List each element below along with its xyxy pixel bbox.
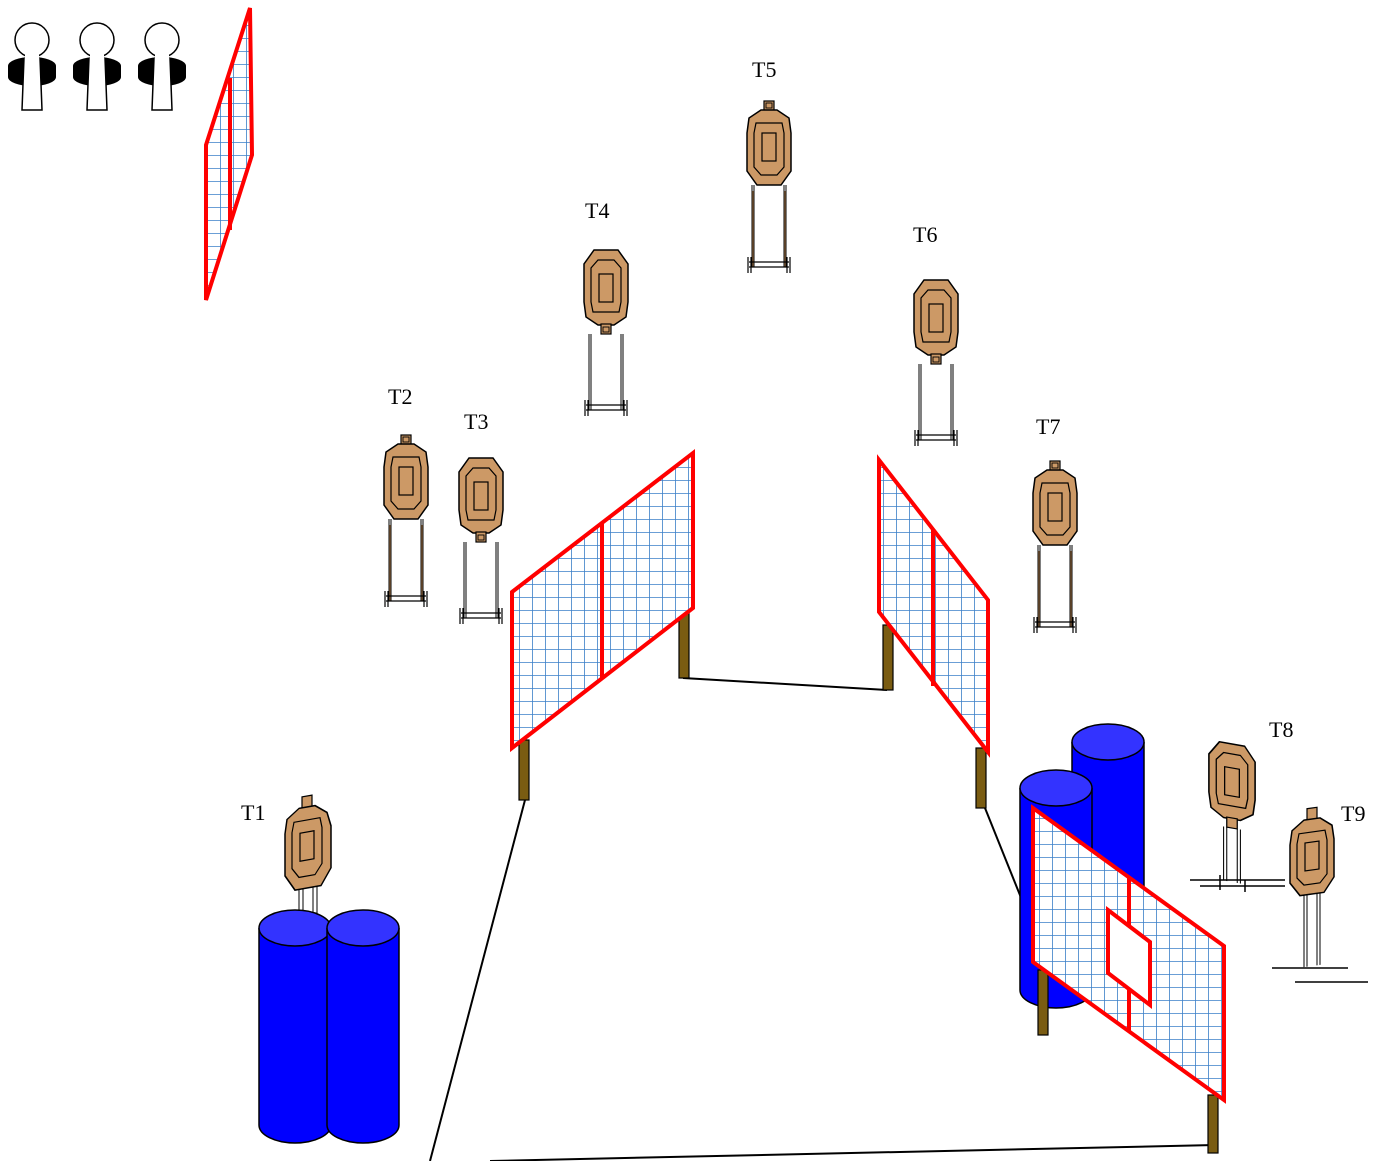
target-t4	[583, 249, 629, 417]
barrels-left	[258, 909, 400, 1144]
popper-icon	[137, 22, 187, 111]
popper-icon	[72, 22, 122, 111]
label-t7: T7	[1036, 414, 1060, 439]
label-t8: T8	[1269, 717, 1293, 742]
mesh-wall-center-left	[510, 448, 695, 801]
target-t3	[458, 457, 504, 625]
popper-icon	[7, 22, 57, 111]
label-t6: T6	[913, 222, 937, 247]
target-t8	[1208, 740, 1256, 884]
label-t9: T9	[1341, 801, 1365, 826]
label-t4: T4	[585, 198, 609, 223]
target-t1	[284, 794, 332, 928]
label-t5: T5	[752, 57, 776, 82]
popper-group	[7, 22, 187, 111]
mesh-wall-center-right	[877, 454, 990, 809]
label-t3: T3	[464, 409, 488, 434]
target-t5	[746, 100, 792, 274]
paper-targets	[383, 100, 1078, 634]
wall-port	[1106, 905, 1152, 1010]
target-t6	[913, 279, 959, 447]
target-labels: T1 T2 T3 T4 T5 T6 T7 T8 T9	[241, 57, 1365, 826]
mesh-wall-top-left	[204, 7, 255, 301]
fault-lines	[429, 677, 1216, 1161]
label-t2: T2	[388, 384, 412, 409]
target-t2	[383, 434, 429, 608]
target-t9	[1289, 806, 1335, 968]
t8-base	[1190, 879, 1285, 887]
mesh-wall-right	[1031, 804, 1226, 1154]
label-t1: T1	[241, 800, 265, 825]
target-t7	[1032, 460, 1078, 634]
t9-base	[1272, 967, 1368, 983]
